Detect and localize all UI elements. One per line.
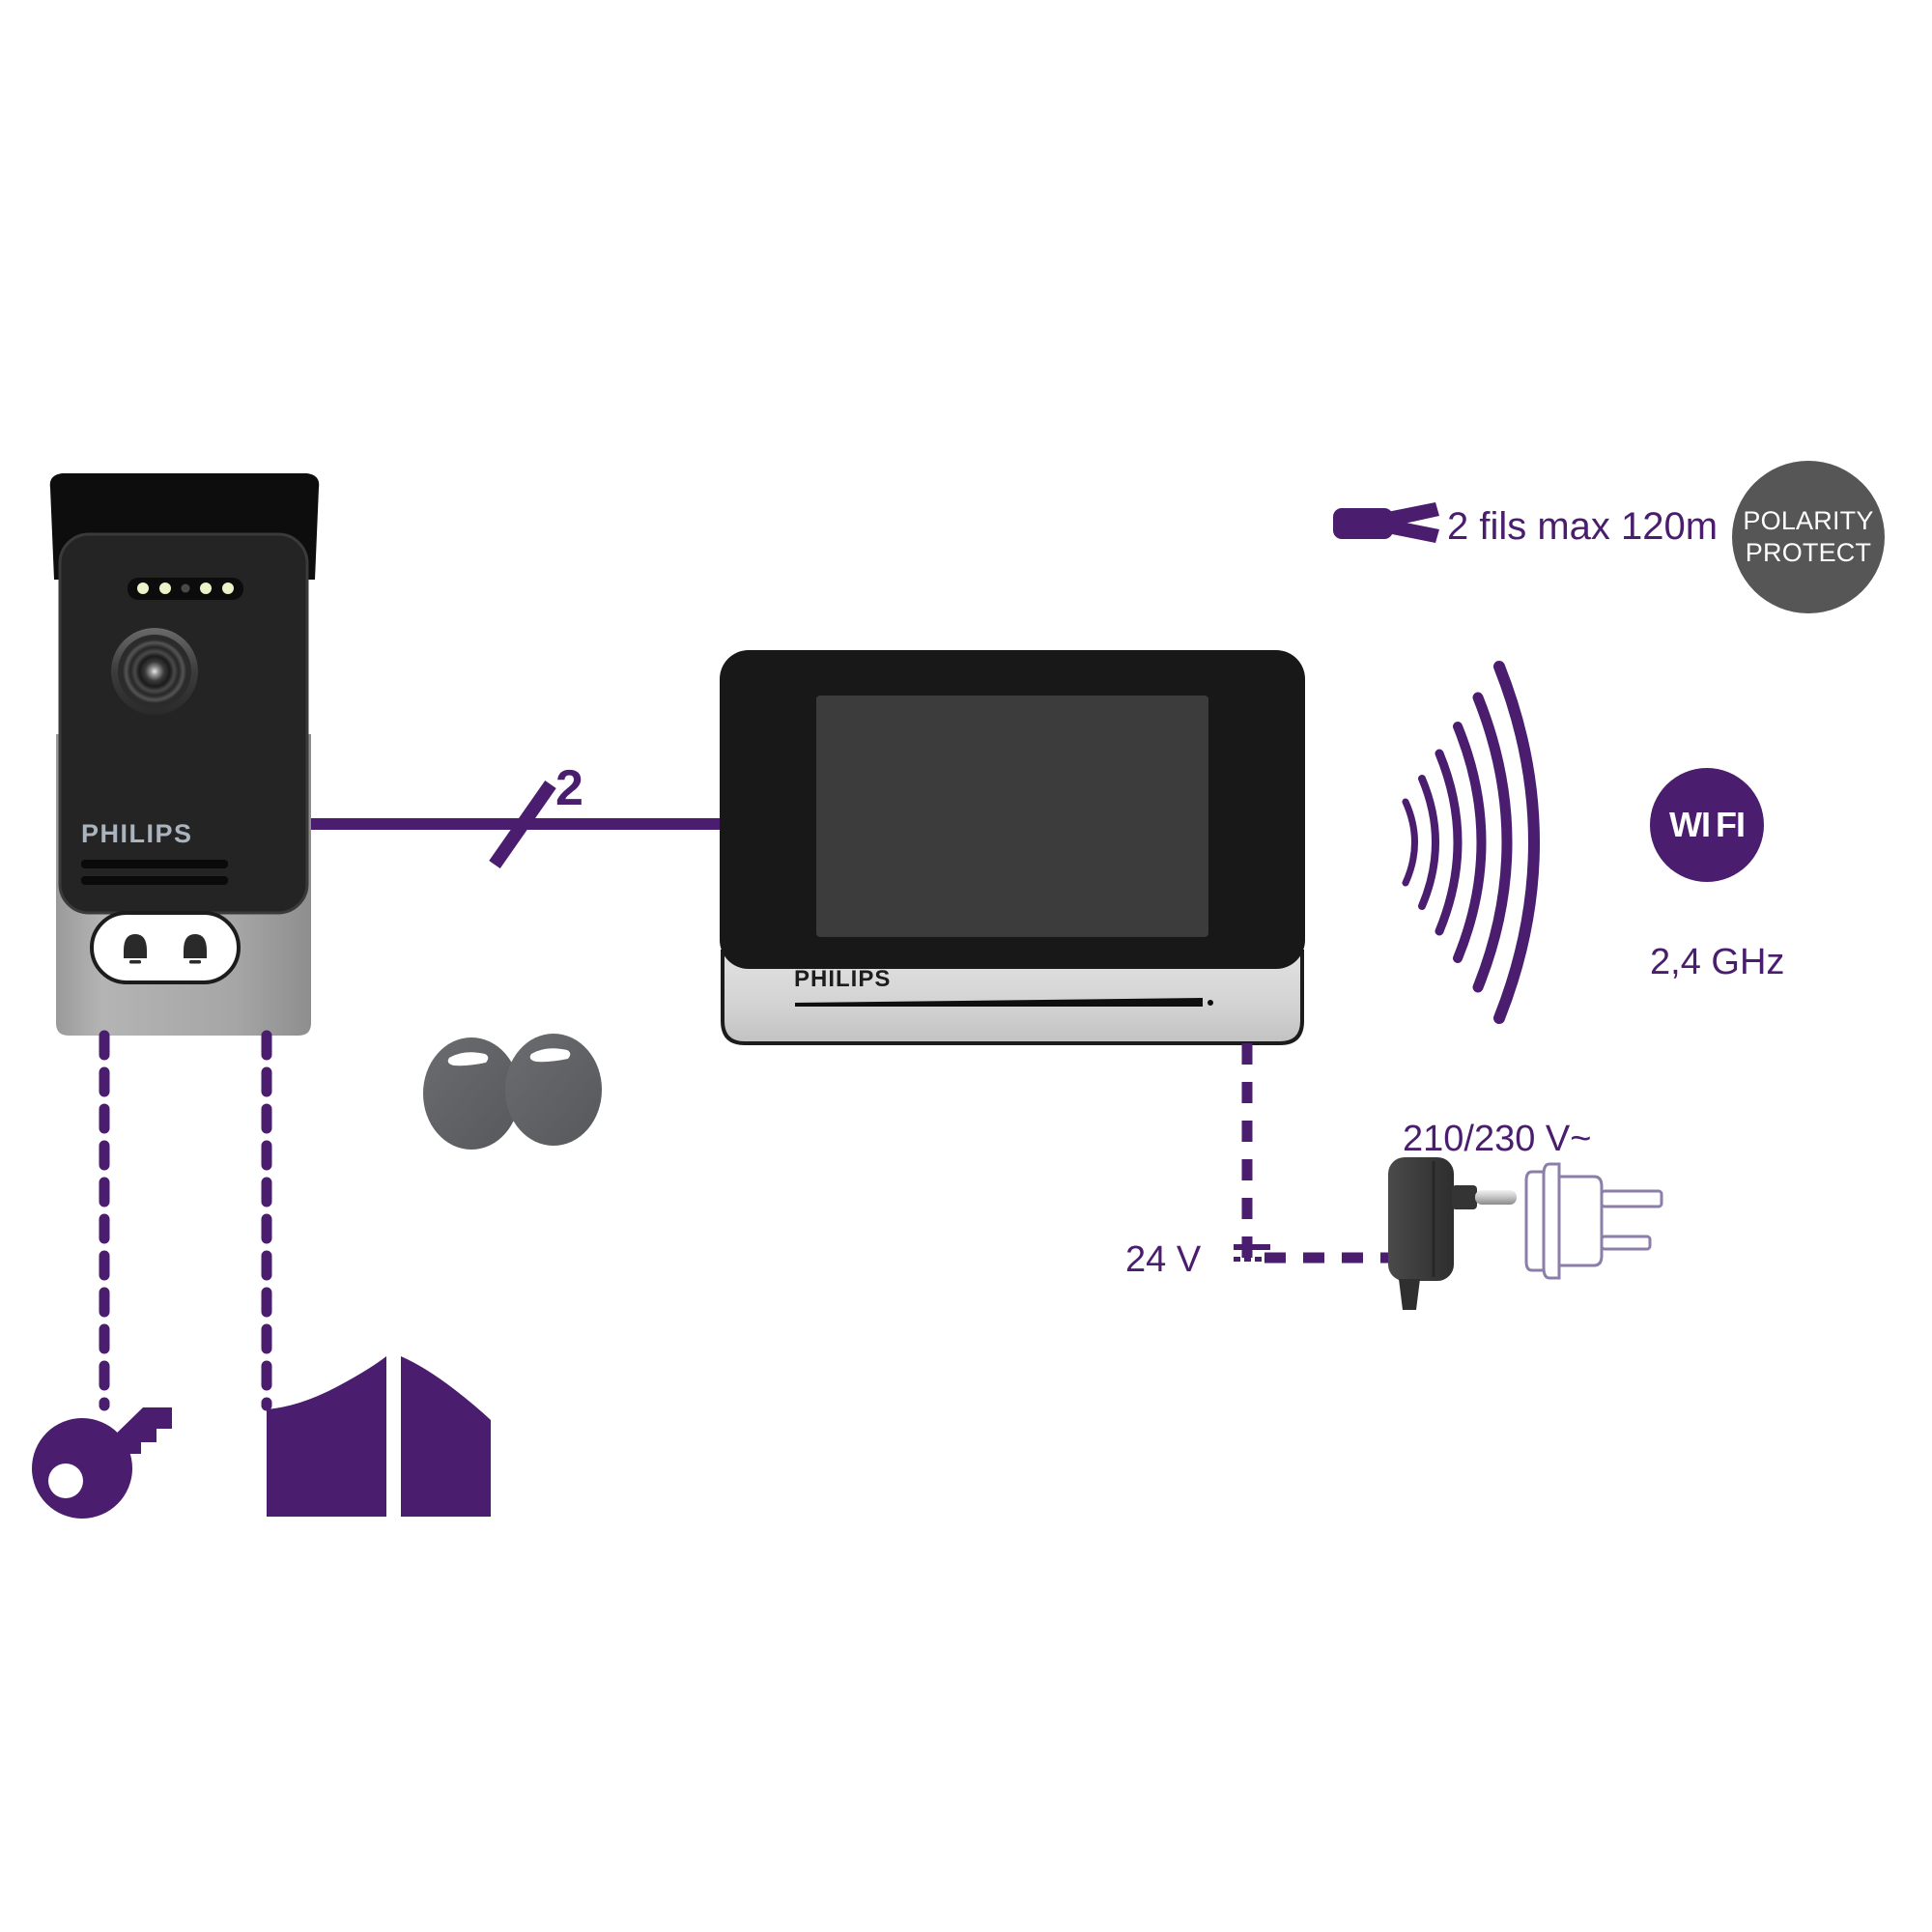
ir-led-strip [128,578,243,600]
door-station-unit: PHILIPS [49,473,320,1036]
wifi-badge-text-2: FI [1715,805,1746,844]
monitor-screen [816,696,1208,937]
gate-icon [267,1356,491,1517]
bell-icon-left [124,934,147,964]
two-wire-cable-icon [1333,502,1439,543]
indoor-monitor-unit: PHILIPS [720,650,1305,1045]
rfid-fob-left [423,1037,520,1150]
power-adapter-icon [1388,1157,1517,1310]
rfid-fob-right [505,1034,602,1146]
wifi-badge-text-1: WI [1669,805,1711,844]
dc-voltage-label: 24 V [1125,1239,1202,1280]
bell-icon-right [184,934,207,964]
wifi-badge: WI FI [1650,768,1764,882]
wifi-frequency-label: 2,4 GHz [1650,942,1785,982]
monitor-brand: PHILIPS [794,966,891,992]
monitor-indicator-dot [1208,1000,1213,1006]
light-sensor-icon [181,583,190,593]
polarity-protect-badge: POLARITY PROTECT [1732,461,1885,613]
uk-plug-icon [1524,1162,1663,1280]
polarity-line-1: POLARITY [1743,506,1874,536]
two-wire-bus [307,780,720,869]
dc-symbol-icon [1234,1244,1270,1262]
wifi-waves-icon [1402,661,1540,1024]
wire-count-label: 2 [555,760,583,816]
camera-lens-icon [111,628,198,715]
ac-voltage-label: 210/230 V~ [1403,1119,1592,1159]
monitor-base [721,950,1304,1045]
monitor-speaker-slot [795,998,1203,1007]
door-station-speaker-grille [81,860,228,885]
key-icon [32,1407,172,1519]
door-station-brand: PHILIPS [81,819,193,848]
wifi-badge-text: WI FI [1650,768,1764,882]
polarity-line-2: PROTECT [1745,538,1872,567]
wire-spec-label: 2 fils max 120m [1447,505,1719,548]
bell-button-panel [90,911,241,984]
